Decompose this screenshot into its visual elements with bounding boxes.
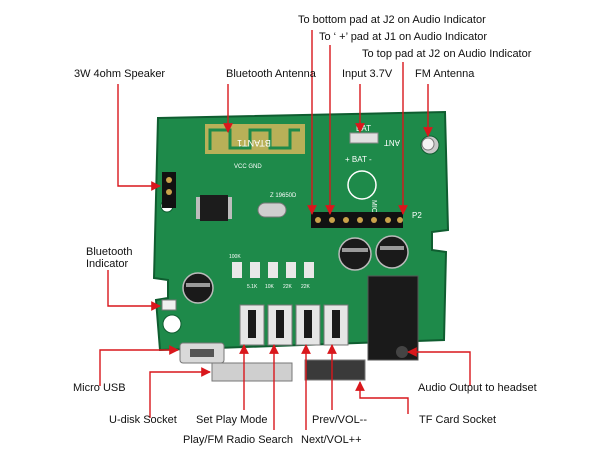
resistor-r3-silk: 10K	[265, 284, 275, 290]
bat-plus-silk: + BAT -	[345, 155, 372, 164]
label-next-vol: Next/VOL++	[301, 434, 362, 446]
antenna-silk-label: BTANT1	[237, 138, 271, 148]
fm-antenna-pad	[421, 137, 435, 151]
label-j1-plus: To ‘ +’ pad at J1 on Audio Indicator	[319, 31, 488, 43]
resistor-r1-silk: 100K	[229, 254, 241, 260]
arrow-speaker	[117, 84, 161, 191]
tf-card-socket	[304, 359, 366, 381]
mic-silk-label: MIC	[370, 200, 377, 213]
arrow-micro-usb	[99, 345, 179, 386]
mode-button	[239, 304, 265, 346]
label-audio-out: Audio Output to headset	[418, 382, 537, 394]
capacitor-bottom-left	[182, 272, 214, 304]
vcc-gnd-silk: VCC GND	[234, 164, 262, 170]
mount-hole-bl	[162, 314, 182, 334]
label-tf-card: TF Card Socket	[419, 414, 497, 426]
resistor-r2-silk: 5.1K	[247, 284, 258, 290]
label-bt-antenna: Bluetooth Antenna	[226, 68, 316, 80]
resistor-r5-silk: 22K	[301, 284, 311, 290]
resistor-r4-silk: 22K	[283, 284, 293, 290]
prev-button	[323, 304, 349, 346]
bat-silk-label: BAT	[356, 124, 371, 133]
callout-arrows	[99, 30, 471, 430]
play-pause-button	[267, 304, 293, 346]
capacitor-left	[338, 237, 372, 271]
label-j2-top: To top pad at J2 on Audio Indicator	[362, 48, 532, 60]
u-disk-socket	[211, 362, 293, 382]
capacitor-right	[375, 235, 409, 269]
label-prev-vol: Prev/VOL--	[312, 414, 368, 426]
speaker-header	[162, 172, 176, 208]
p2-silk-label: P2	[412, 211, 422, 220]
bluetooth-chip	[196, 195, 232, 221]
bt-indicator-led	[161, 299, 177, 311]
label-speaker: 3W 4ohm Speaker	[74, 68, 166, 80]
label-micro-usb: Micro USB	[73, 382, 126, 394]
arrow-udisk	[149, 367, 211, 418]
label-bt-indicator-1: Bluetooth	[86, 246, 133, 258]
crystal-oscillator	[257, 202, 287, 218]
prev-silk: PREV	[342, 350, 356, 356]
label-udisk: U-disk Socket	[109, 414, 177, 426]
next-silk: NEXT	[314, 350, 327, 356]
label-bt-indicator-2: Indicator	[86, 258, 129, 270]
header-pins	[311, 212, 403, 228]
mode-silk: MODE	[256, 350, 272, 356]
arrow-bt-indicator	[107, 270, 161, 311]
label-input: Input 3.7V	[342, 68, 393, 80]
label-play-fm: Play/FM Radio Search	[183, 434, 294, 446]
pp-silk: P/P	[286, 350, 295, 356]
arrow-audio-out	[407, 347, 471, 386]
label-set-play-mode: Set Play Mode	[196, 414, 268, 426]
chip-silk-label: Z 19650D	[270, 193, 297, 199]
microphone	[347, 170, 377, 200]
audio-jack	[367, 275, 419, 361]
ant-silk-label: ANT	[384, 138, 400, 147]
resistor-row	[232, 262, 314, 278]
arrow-tf-card	[355, 381, 409, 414]
next-button	[295, 304, 321, 346]
label-j2-bottom: To bottom pad at J2 on Audio Indicator	[298, 14, 486, 26]
label-fm-antenna: FM Antenna	[415, 68, 475, 80]
